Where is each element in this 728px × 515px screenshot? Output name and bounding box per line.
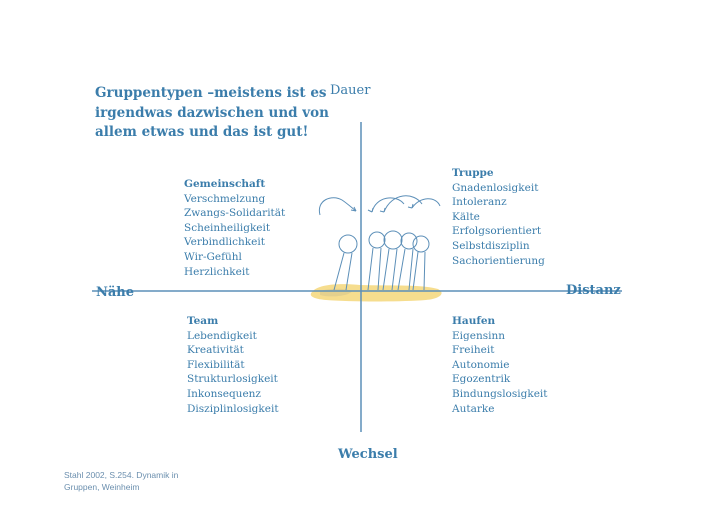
quadrant-item: Zwangs-Solidarität: [184, 207, 286, 220]
quadrant-item: Sachorientierung: [452, 254, 545, 267]
quadrant-item: Autonomie: [452, 358, 510, 371]
quadrant-item: Lebendigkeit: [187, 329, 257, 342]
quadrant-item: Wir-Gefühl: [184, 250, 242, 263]
quadrant-heading: Haufen: [452, 315, 496, 327]
axis-label-right: Distanz: [566, 283, 621, 298]
quadrant-item: Kreativität: [187, 344, 244, 357]
diagram-title: Gruppentypen –meistens ist es irgendwas …: [95, 85, 329, 140]
quadrant-gemeinschaft: Gemeinschaft Verschmelzung Zwangs-Solida…: [184, 177, 285, 279]
quadrant-heading: Truppe: [452, 167, 494, 179]
quadrant-item: Flexibilität: [187, 358, 245, 371]
quadrant-item: Bindungslosigkeit: [452, 387, 548, 400]
quadrant-item: Egozentrik: [452, 373, 511, 386]
axis-label-top: Dauer: [330, 83, 371, 98]
quadrant-truppe: Truppe Gnadenlosigkeit Intoleranz Kälte …: [452, 166, 545, 268]
quadrant-team: Team Lebendigkeit Kreativität Flexibilit…: [187, 314, 279, 416]
quadrant-item: Scheinheiligkeit: [184, 221, 271, 234]
quadrant-item: Strukturlosigkeit: [187, 373, 278, 386]
people-group-icon: [318, 195, 441, 291]
quadrant-item: Freiheit: [452, 344, 495, 357]
quadrant-heading: Gemeinschaft: [184, 178, 266, 190]
axis-label-left: Nähe: [96, 285, 135, 300]
quadrant-item: Herzlichkeit: [184, 265, 250, 278]
quadrant-item: Intoleranz: [452, 196, 507, 209]
quadrant-item: Autarke: [452, 402, 495, 415]
quadrant-item: Kälte: [452, 210, 480, 223]
quadrant-item: Eigensinn: [452, 329, 505, 342]
quadrant-haufen: Haufen Eigensinn Freiheit Autonomie Egoz…: [452, 314, 548, 416]
quadrant-item: Gnadenlosigkeit: [452, 181, 539, 194]
source-citation: Stahl 2002, S.254. Dynamik in Gruppen, W…: [64, 470, 179, 492]
quadrant-item: Selbstdisziplin: [452, 239, 530, 252]
quadrant-item: Verschmelzung: [184, 192, 266, 205]
quadrant-item: Erfolgsorientiert: [452, 225, 542, 238]
axis-label-bottom: Wechsel: [338, 447, 398, 462]
quadrant-heading: Team: [187, 315, 219, 327]
quadrant-item: Inkonsequenz: [187, 387, 261, 400]
quadrant-item: Verbindlichkeit: [184, 236, 265, 249]
quadrant-item: Disziplinlosigkeit: [187, 402, 279, 415]
